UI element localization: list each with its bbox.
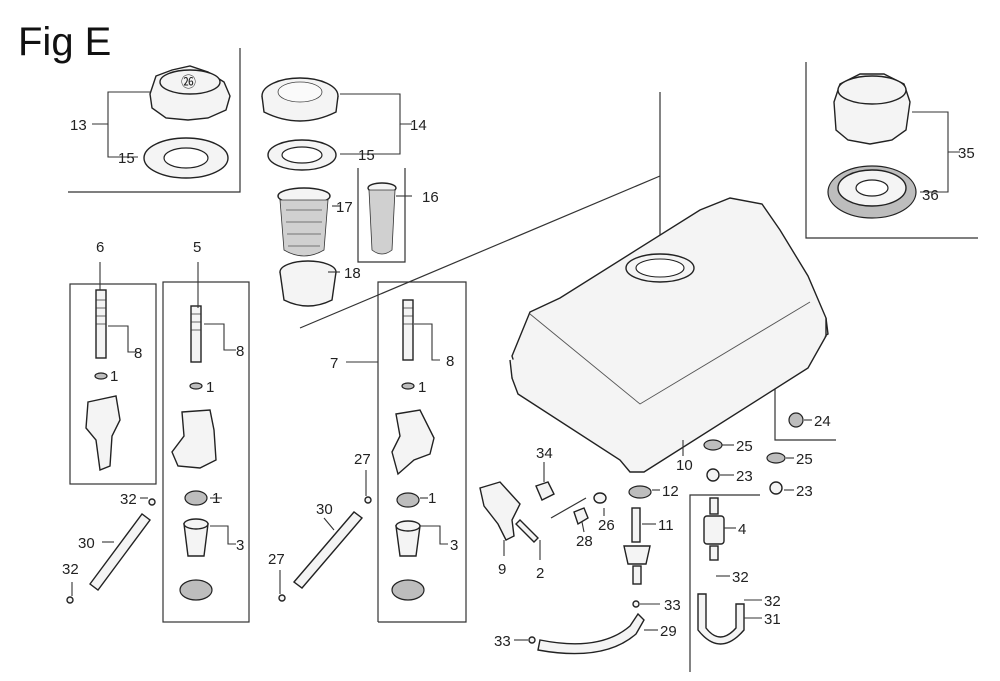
figure-title: Fig E [18,20,112,64]
callout-10: 10 [676,457,693,474]
cap-13-box [68,48,241,193]
group-boxes [68,48,978,672]
callout-4: 4 [738,521,746,538]
cap-35-box [805,62,978,239]
washer-26 [593,492,607,504]
callout-18: 18 [344,265,361,282]
callout-33-b: 33 [494,633,511,650]
callout-1-a: 1 [110,368,118,385]
callout-1-b: 1 [206,379,214,396]
callout-1-c: 1 [212,490,220,507]
gasket-15-middle [267,139,337,171]
callout-31: 31 [764,611,781,628]
callout-9: 9 [498,561,506,578]
cock-5-box [162,281,250,623]
fuel-filter-4 [703,497,725,561]
strainer-leader [299,175,661,329]
callout-36: 36 [922,187,939,204]
fuel-hose-31 [697,593,745,645]
callout-15-left: 15 [118,150,135,167]
washer-25-right [766,452,786,464]
strainer-16-box [357,168,406,263]
nut-23-right [769,481,783,495]
callout-32-c: 32 [732,569,749,586]
callout-8-b: 8 [236,343,244,360]
fuel-tube-30-left [66,498,156,604]
callout-25-b: 25 [796,451,813,468]
fuel-cap-35 [833,73,911,145]
fuel-cap-14 [261,77,339,122]
callout-13: 13 [70,117,87,134]
callout-5: 5 [193,239,201,256]
callout-15-middle: 15 [358,147,375,164]
callout-33-a: 33 [664,597,681,614]
callout-34: 34 [536,445,553,462]
cock-7-box [377,281,467,623]
cock-6-box [69,283,157,485]
callout-26: 26 [598,517,615,534]
cap-emblem-icon: ㉖ [181,74,196,91]
callout-27-b: 27 [268,551,285,568]
callout-32-a: 32 [120,491,137,508]
fuel-hose-29 [537,612,645,655]
bolt-34 [535,481,555,501]
fuel-tank-10 [509,197,829,473]
fuel-cock-7 [391,299,435,601]
callout-leaders [71,91,960,641]
nut-24 [788,412,804,428]
callout-3-b: 3 [450,537,458,554]
callout-17: 17 [336,199,353,216]
callout-32-b: 32 [62,561,79,578]
strainer-17 [277,187,331,257]
strainer-16 [367,182,397,255]
washer-12 [628,485,652,499]
bolt-34-leader [550,497,587,519]
callout-27-a: 27 [354,451,371,468]
callout-23-b: 23 [796,483,813,500]
bolt-28 [573,507,589,526]
fuel-cock-6 [85,289,121,471]
callout-29: 29 [660,623,677,640]
callout-1-e: 1 [428,490,436,507]
fuel-tube-30-middle [278,496,372,602]
fuel-cap-13: ㉖ [149,65,231,121]
clip-33 [528,600,640,644]
cock-knob-9 [479,481,521,541]
callout-28: 28 [576,533,593,550]
callout-1-d: 1 [418,379,426,396]
screw-2 [515,519,539,543]
callout-32-d: 32 [764,593,781,610]
washer-25-left [703,439,723,451]
fuel-strainer-11 [623,507,651,585]
callout-labels: 13 15 14 15 17 16 18 35 36 6 8 1 5 8 1 1… [62,117,975,650]
fuel-cock-5 [171,305,217,601]
callout-6: 6 [96,239,104,256]
callout-2: 2 [536,565,544,582]
callout-16: 16 [422,189,439,206]
callout-24: 24 [814,413,831,430]
callout-23-a: 23 [736,468,753,485]
callout-30-b: 30 [316,501,333,518]
callout-25-a: 25 [736,438,753,455]
callout-8-c: 8 [446,353,454,370]
nut-23-left [706,468,720,482]
callout-30-a: 30 [78,535,95,552]
gasket-15-left [143,137,229,179]
callout-12: 12 [662,483,679,500]
hose-31-box [689,494,760,672]
callout-3-a: 3 [236,537,244,554]
strainer-ring-18 [279,260,337,307]
gasket-36 [827,165,917,219]
callout-8-a: 8 [134,345,142,362]
callout-7: 7 [330,355,338,372]
callout-11: 11 [658,517,674,534]
callout-14: 14 [410,117,427,134]
callout-35: 35 [958,145,975,162]
